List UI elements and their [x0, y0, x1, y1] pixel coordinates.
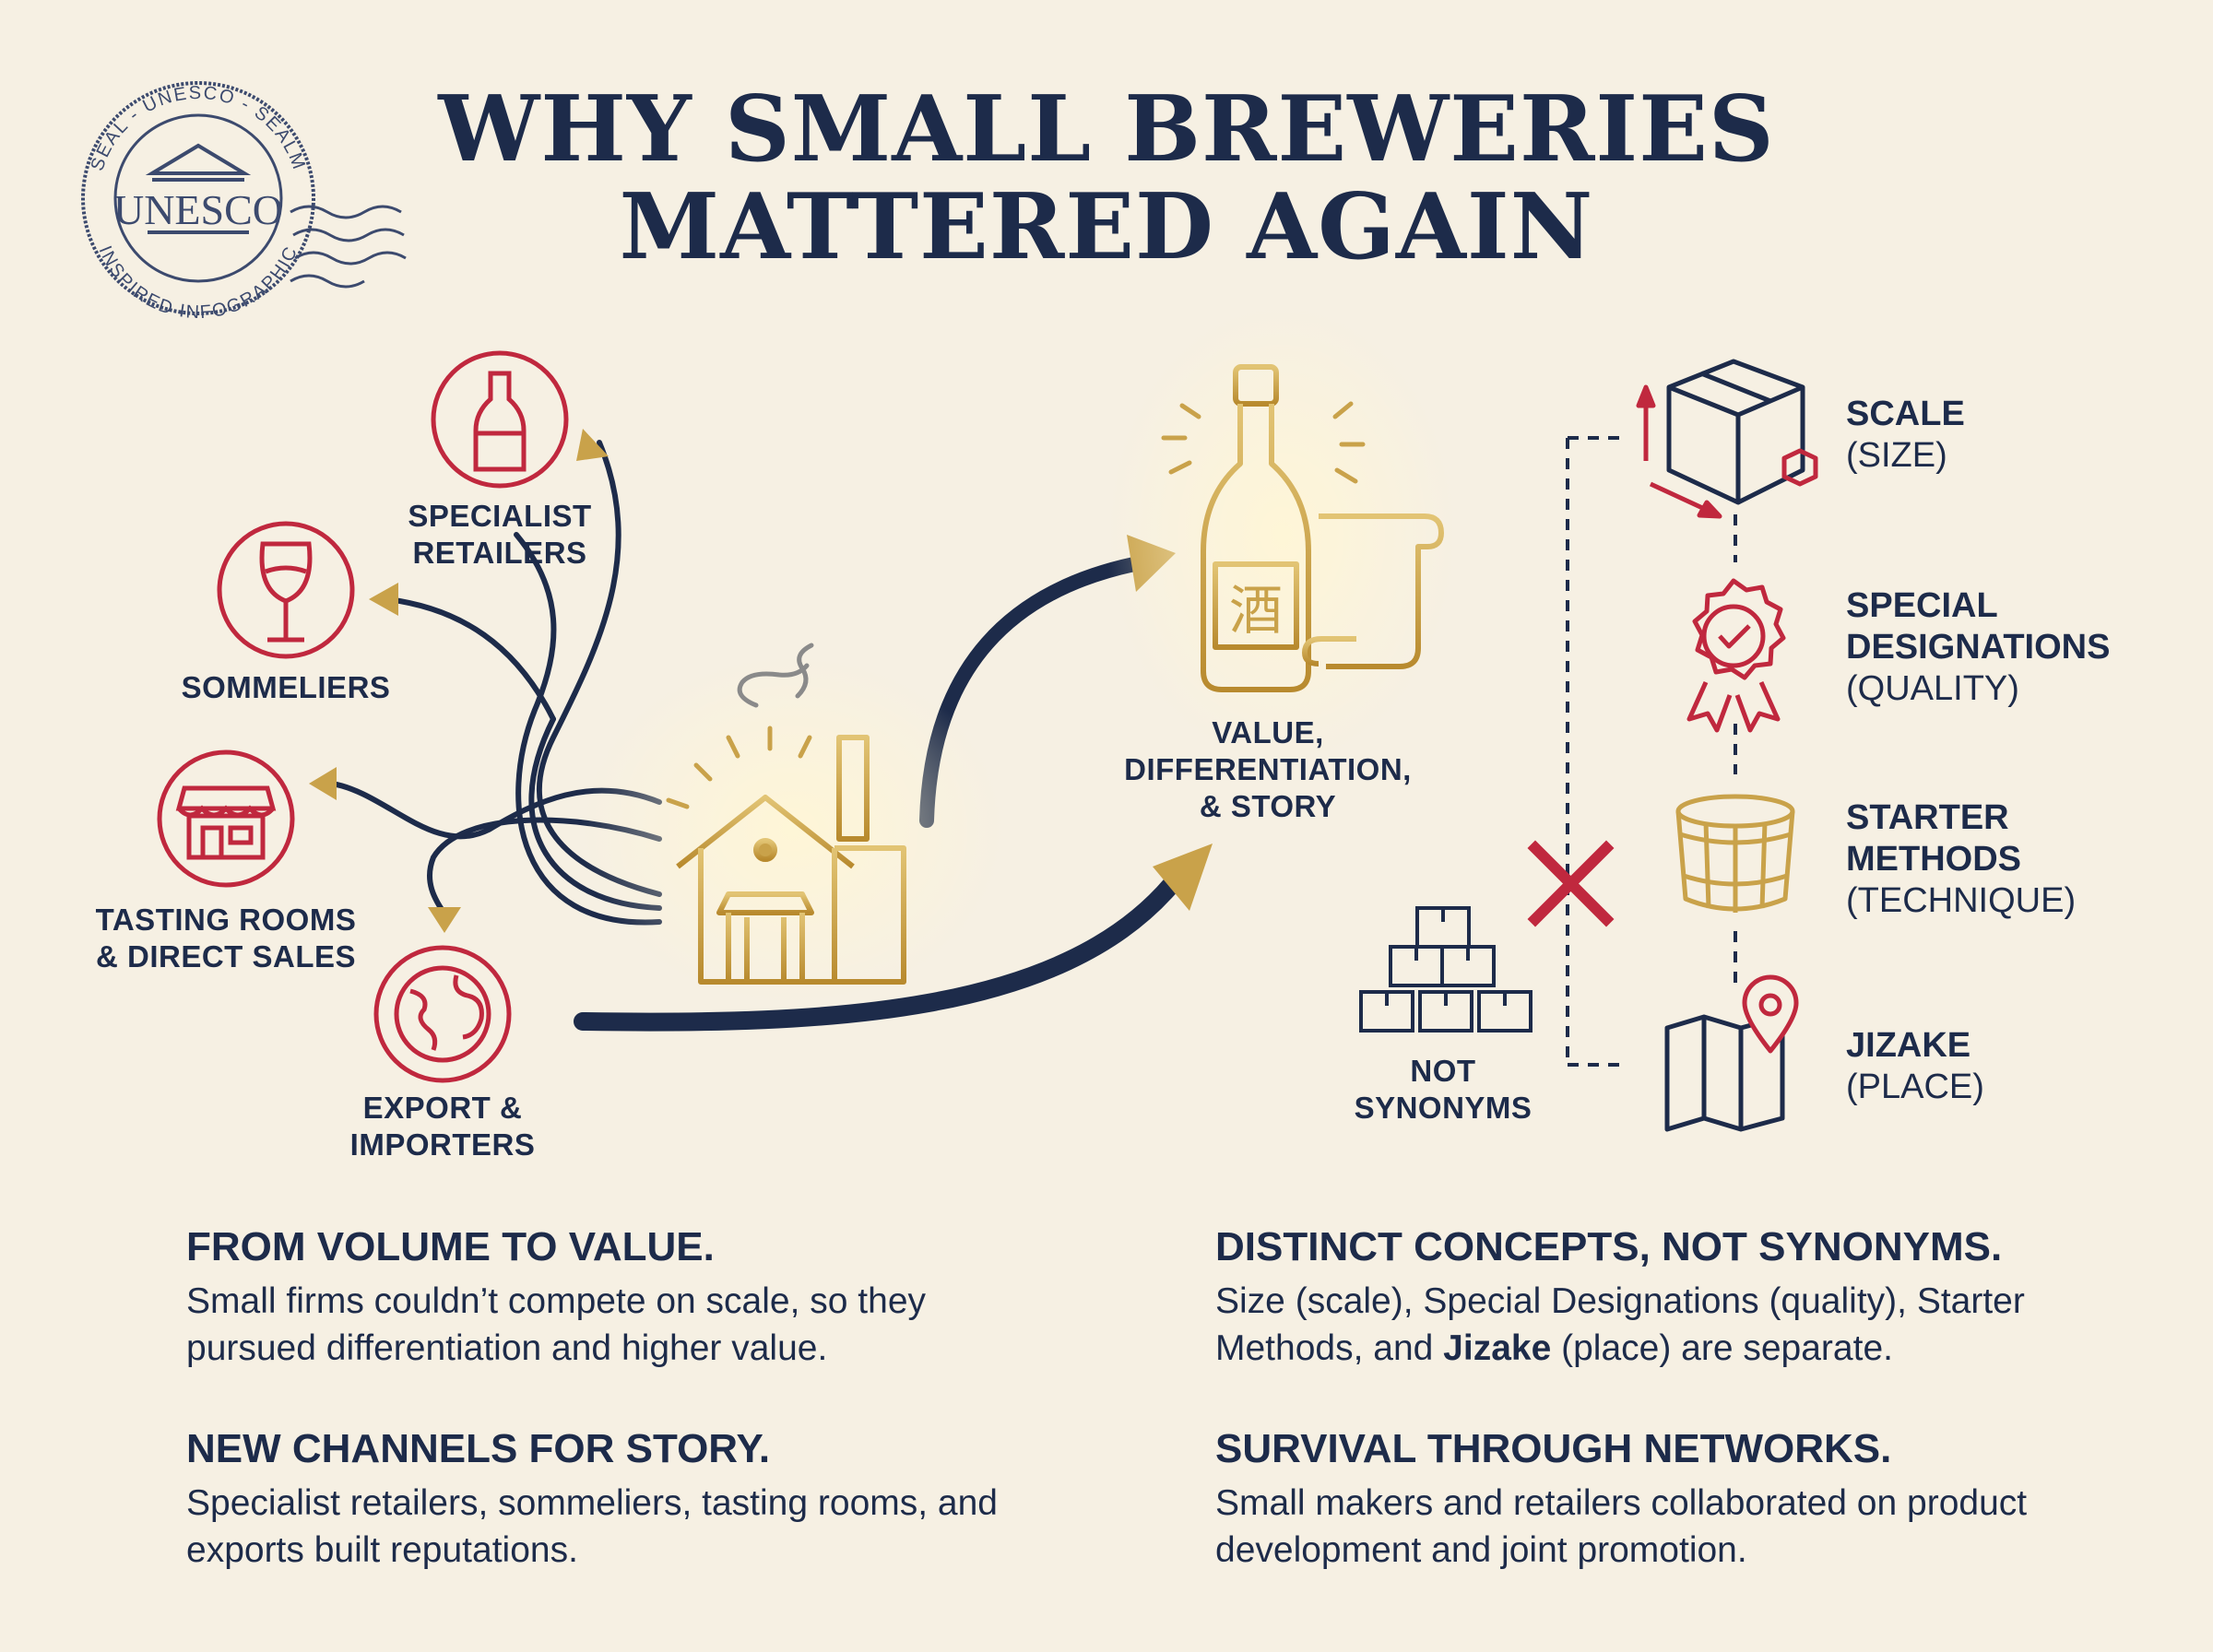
label-line: VALUE, — [1212, 715, 1324, 749]
block-text: Specialist retailers, sommeliers, tastin… — [186, 1483, 998, 1570]
concept-starter-methods: STARTER METHODS (TECHNIQUE) — [1846, 797, 2076, 922]
block-text: Size (scale), Special Designations (qual… — [1215, 1278, 2045, 1372]
block-heading: DISTINCT CONCEPTS, NOT SYNONYMS. — [1215, 1224, 2003, 1269]
label-line: DIFFERENTIATION, — [1124, 752, 1412, 786]
label-export-importers: EXPORT & IMPORTERS — [304, 1090, 581, 1163]
concept-scale: SCALE (SIZE) — [1846, 394, 1965, 477]
label-line: RETAILERS — [412, 536, 587, 570]
smoke-icon — [737, 643, 814, 708]
label-line: EXPORT & — [362, 1091, 523, 1125]
label-line: TASTING ROOMS — [95, 903, 357, 937]
block-heading: FROM VOLUME TO VALUE. — [186, 1224, 715, 1269]
concept-name: STARTER — [1846, 798, 2009, 837]
block-volume-to-value: FROM VOLUME TO VALUE. Small firms couldn… — [186, 1222, 1016, 1372]
block-text: Small makers and retailers collaborated … — [1215, 1483, 2028, 1570]
concept-jizake: JIZAKE (PLACE) — [1846, 1025, 1984, 1108]
label-line: SYNONYMS — [1354, 1091, 1533, 1125]
concept-sub: (TECHNIQUE) — [1846, 881, 2077, 920]
title-line-2: MATTERED AGAIN — [619, 174, 1594, 280]
bottle-shine-rays — [1161, 401, 1366, 484]
rosette-icon — [1686, 578, 1786, 733]
label-not-synonyms: NOT SYNONYMS — [1314, 1053, 1572, 1127]
box-icon — [1636, 359, 1818, 519]
arrowhead-retailers — [576, 429, 609, 461]
label-value-differentiation-story: VALUE, DIFFERENTIATION, & STORY — [1083, 714, 1452, 825]
concept-sub: (SIZE) — [1846, 436, 1947, 475]
concept-name: SPECIAL — [1846, 586, 1998, 625]
concept-name: JIZAKE — [1846, 1026, 1971, 1065]
block-text: Small firms couldn’t compete on scale, s… — [186, 1281, 927, 1368]
concept-name: METHODS — [1846, 840, 2021, 879]
arrowhead-tasting — [309, 767, 337, 800]
stacked-boxes-icon — [1359, 906, 1533, 1032]
label-tasting-rooms: TASTING ROOMS & DIRECT SALES — [55, 902, 396, 975]
arrowhead-sommeliers — [369, 583, 398, 616]
postmark-lines-icon — [290, 205, 407, 289]
block-heading: SURVIVAL THROUGH NETWORKS. — [1215, 1426, 1892, 1471]
label-specialist-retailers: SPECIALIST RETAILERS — [361, 498, 638, 572]
concept-sub: (QUALITY) — [1846, 669, 2019, 708]
wooden-tub-icon — [1675, 794, 1795, 913]
scroll-icon — [1302, 513, 1444, 669]
cross-icon — [1527, 840, 1615, 927]
text-part: Size (scale), Special Designations (qual… — [1215, 1281, 2025, 1368]
block-distinct-concepts: DISTINCT CONCEPTS, NOT SYNONYMS. Size (s… — [1215, 1222, 2045, 1372]
concept-connector — [1566, 436, 1737, 1067]
sake-bottle-icon: 酒 — [1106, 304, 1457, 765]
arrowhead-export — [428, 907, 461, 933]
concept-sub: (PLACE) — [1846, 1068, 1984, 1106]
label-line: IMPORTERS — [349, 1127, 536, 1162]
label-line: NOT — [1410, 1054, 1476, 1088]
bottle-label-kanji: 酒 — [1229, 579, 1283, 642]
storefront-icon — [157, 749, 295, 888]
concept-name: DESIGNATIONS — [1846, 628, 2111, 667]
temple-icon — [145, 143, 252, 234]
label-line: SPECIALIST — [408, 499, 592, 533]
bottle-icon — [431, 350, 569, 489]
globe-icon — [373, 945, 512, 1083]
shine-rays — [666, 726, 812, 809]
channel-arrowheads — [309, 429, 609, 933]
map-pin-icon — [1664, 974, 1799, 1132]
block-heading: NEW CHANNELS FOR STORY. — [186, 1426, 771, 1471]
label-line: SOMMELIERS — [181, 670, 391, 704]
wine-glass-icon — [217, 521, 355, 659]
block-new-channels: NEW CHANNELS FOR STORY. Specialist retai… — [186, 1424, 1016, 1574]
label-line: & DIRECT SALES — [95, 939, 357, 974]
label-sommeliers: SOMMELIERS — [148, 669, 424, 706]
text-part: (place) are separate. — [1551, 1328, 1893, 1368]
stamp-center-text: UNESCO — [113, 186, 283, 233]
page-title: WHY SMALL BREWERIES MATTERED AGAIN — [0, 81, 2213, 277]
concept-name: SCALE — [1846, 395, 1965, 433]
concept-special-designations: SPECIAL DESIGNATIONS (QUALITY) — [1846, 585, 2110, 710]
label-line: & STORY — [1199, 789, 1337, 823]
title-line-1: WHY SMALL BREWERIES — [438, 77, 1775, 183]
brewery-icon — [581, 643, 1005, 1005]
block-survival-networks: SURVIVAL THROUGH NETWORKS. Small makers … — [1215, 1424, 2045, 1574]
text-bold-jizake: Jizake — [1443, 1328, 1552, 1368]
